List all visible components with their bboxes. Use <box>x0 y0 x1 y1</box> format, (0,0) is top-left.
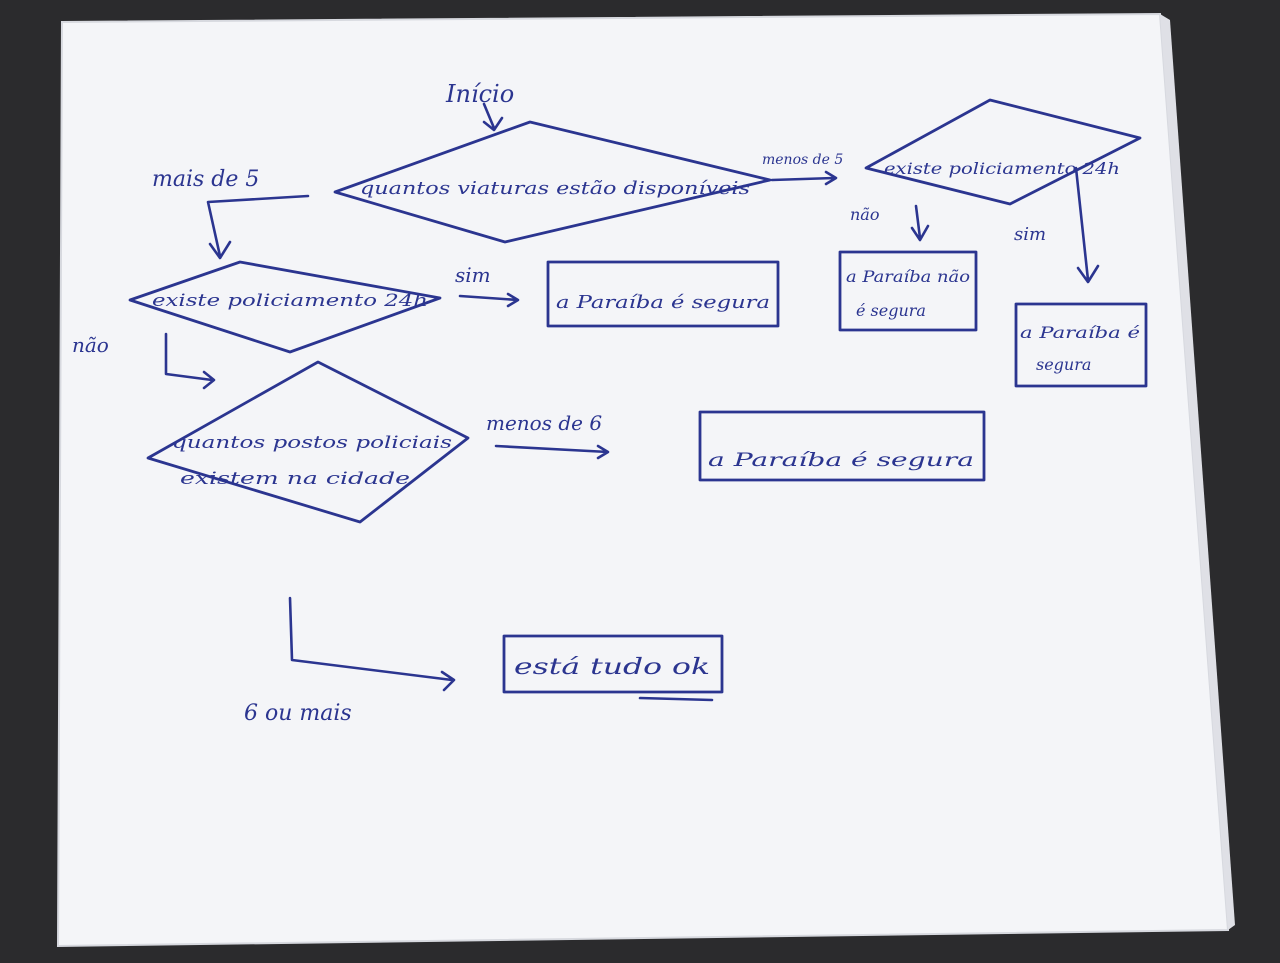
no-label-left: não <box>72 333 109 357</box>
decision-24h-policing-left: existe policiamento 24h <box>128 260 442 354</box>
arrow-yes-right <box>1074 166 1100 284</box>
result-all-ok-text: está tudo ok <box>514 655 710 680</box>
result-safe-box-3: a Paraíba é segura <box>698 410 986 482</box>
result-safe-2-line1: a Paraíba é <box>1020 323 1140 342</box>
paper-shadow-edge <box>1160 14 1235 930</box>
arrow-yes-left <box>458 292 520 308</box>
result-safe-2-line2: segura <box>1036 355 1091 374</box>
decision-available-vehicles-text: quantos viaturas estão disponíveis <box>360 178 750 199</box>
result-not-safe-line2: é segura <box>856 301 926 320</box>
yes-label-right: sim <box>1014 224 1046 245</box>
result-safe-box-2: a Paraíba é segura <box>1014 302 1148 388</box>
arrow-no-left <box>164 332 216 390</box>
result-safe-text-3: a Paraíba é segura <box>708 449 974 471</box>
arrow-less-than-6 <box>494 444 610 460</box>
result-safe-box-1: a Paraíba é segura <box>546 260 780 328</box>
arrow-6-or-more <box>288 596 456 692</box>
result-all-ok-box: está tudo ok <box>502 634 724 702</box>
arrow-more-than-5 <box>206 194 310 260</box>
yes-label-left: sim <box>455 263 491 287</box>
branch-less-than-6-label: menos de 6 <box>486 411 602 435</box>
decision-police-stations: quantos postos policiais existem na cida… <box>146 360 470 524</box>
decision-24h-policing-right-text: existe policiamento 24h <box>884 159 1120 178</box>
decision-24h-policing-left-text: existe policiamento 24h <box>152 291 428 311</box>
result-not-safe-box: a Paraíba não é segura <box>838 250 978 332</box>
start-label: Início <box>445 80 514 108</box>
branch-6-or-more-label: 6 ou mais <box>244 701 352 726</box>
start-arrow <box>482 102 504 132</box>
no-label-right: não <box>850 205 879 224</box>
arrow-less-than-5 <box>770 170 838 186</box>
arrow-no-right <box>910 204 930 242</box>
result-safe-text-1: a Paraíba é segura <box>556 292 770 313</box>
result-not-safe-line1: a Paraíba não <box>846 267 970 286</box>
branch-less-than-5-label: menos de 5 <box>762 152 843 168</box>
decision-police-stations-line1: quantos postos policiais <box>172 433 452 453</box>
decision-police-stations-line2: existem na cidade <box>180 469 410 489</box>
decision-24h-policing-right: existe policiamento 24h <box>864 98 1142 206</box>
decision-available-vehicles: quantos viaturas estão disponíveis <box>333 120 772 244</box>
branch-more-than-5-label: mais de 5 <box>152 167 259 192</box>
